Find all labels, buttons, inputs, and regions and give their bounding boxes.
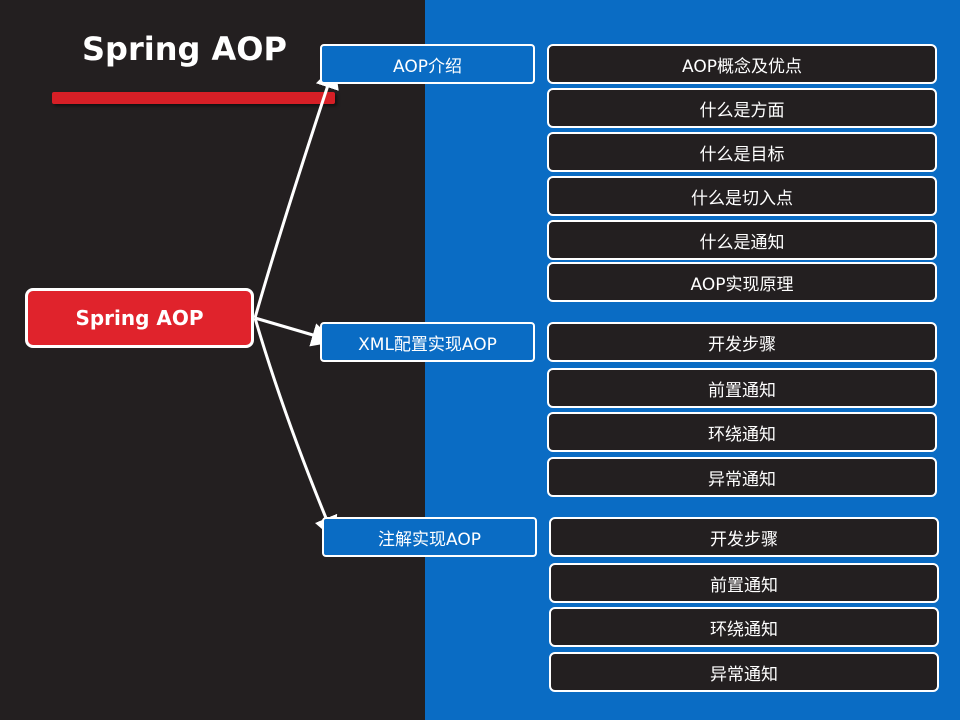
slide-title: Spring AOP bbox=[82, 30, 287, 68]
arrow-to-annotation bbox=[253, 317, 338, 541]
root-node-spring-aop: Spring AOP bbox=[25, 288, 254, 348]
leaf-xml-throws-advice: 异常通知 bbox=[547, 457, 937, 497]
branch-annotation: 注解实现AOP bbox=[322, 517, 537, 557]
leaf-anno-throws-advice: 异常通知 bbox=[549, 652, 939, 692]
leaf-anno-before-advice: 前置通知 bbox=[549, 563, 939, 603]
leaf-xml-dev-steps: 开发步骤 bbox=[547, 322, 937, 362]
leaf-xml-before-advice: 前置通知 bbox=[547, 368, 937, 408]
leaf-xml-around-advice: 环绕通知 bbox=[547, 412, 937, 452]
leaf-what-is-advice: 什么是通知 bbox=[547, 220, 937, 260]
leaf-what-is-aspect: 什么是方面 bbox=[547, 88, 937, 128]
title-underline-bar bbox=[52, 92, 335, 104]
leaf-aop-concept: AOP概念及优点 bbox=[547, 44, 937, 84]
arrow-to-aop-intro bbox=[253, 64, 339, 319]
leaf-aop-principle: AOP实现原理 bbox=[547, 262, 937, 302]
branch-aop-intro: AOP介绍 bbox=[320, 44, 535, 84]
leaf-what-is-target: 什么是目标 bbox=[547, 132, 937, 172]
leaf-anno-around-advice: 环绕通知 bbox=[549, 607, 939, 647]
arrow-to-xml-config bbox=[254, 316, 336, 347]
branch-xml-config: XML配置实现AOP bbox=[320, 322, 535, 362]
leaf-anno-dev-steps: 开发步骤 bbox=[549, 517, 939, 557]
leaf-what-is-pointcut: 什么是切入点 bbox=[547, 176, 937, 216]
